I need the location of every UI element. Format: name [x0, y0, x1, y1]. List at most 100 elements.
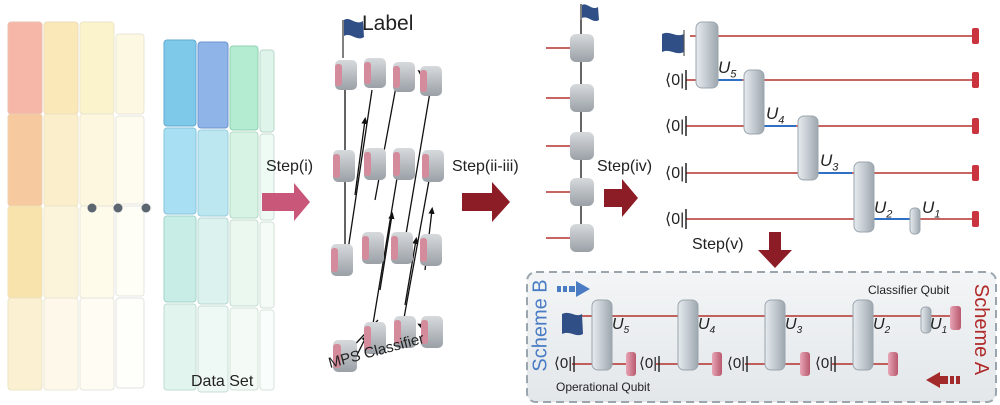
data-tile — [115, 205, 145, 297]
scheme-gate-u2 — [852, 299, 874, 371]
ket-zero-label: ⟨0| — [639, 355, 658, 372]
label-title: Label — [362, 12, 414, 35]
mps-bond-arrow — [379, 211, 395, 291]
data-tile — [43, 21, 79, 115]
measurement-end — [972, 28, 979, 44]
mps-nodes — [331, 58, 444, 372]
unitary-label-u2: U2 — [874, 198, 893, 221]
data-tile — [43, 297, 79, 391]
unitary-gate-u2 — [853, 161, 875, 233]
data-tile — [259, 221, 275, 309]
mps-bond-arrow — [404, 236, 419, 306]
mps-node — [331, 244, 353, 276]
data-tile — [79, 205, 115, 299]
mps-bond-arrow — [404, 91, 431, 241]
mps-node — [422, 150, 444, 182]
data-tile — [163, 39, 197, 127]
chain-node — [570, 34, 594, 62]
label-flag-icon — [344, 19, 364, 39]
data-tile — [163, 127, 197, 215]
operational-qubit-block — [626, 352, 636, 376]
unitary-gate-u4 — [743, 69, 765, 135]
step-v-arrow — [758, 232, 792, 268]
mps-node — [364, 322, 386, 354]
scheme-a-arrow — [926, 372, 960, 388]
data-tile — [259, 309, 275, 391]
operational-qubit-block — [712, 352, 722, 376]
mps-node — [364, 58, 386, 88]
operational-qubit-block — [800, 352, 810, 376]
mps-node — [333, 150, 355, 182]
mps-node — [335, 60, 357, 90]
mps-node — [393, 62, 415, 92]
mps-node — [420, 66, 442, 96]
data-tile — [43, 205, 79, 299]
mps-bond-arrow — [347, 89, 373, 251]
scheme-gate-u4 — [677, 299, 699, 371]
mps-node — [333, 340, 357, 372]
chain-node — [570, 132, 594, 160]
data-tile — [163, 303, 197, 391]
classifier-flag-icon — [662, 32, 684, 54]
data-tile — [79, 21, 115, 115]
unitary-label-u3: U3 — [820, 151, 839, 174]
step-iv-label: Step(iv) — [597, 158, 653, 175]
step-ii-iii-arrow — [462, 182, 510, 222]
scheme-unitary-label-u4: U4 — [698, 316, 716, 337]
step-i-label: Step(i) — [266, 158, 314, 175]
quantum-chain — [546, 4, 599, 252]
scheme-gate-u3 — [764, 299, 786, 371]
scheme-a-label: Scheme A — [970, 283, 993, 376]
data-tile — [197, 129, 229, 217]
measurement-end — [972, 165, 979, 181]
chain-node — [570, 178, 594, 206]
operational-qubit-block — [888, 352, 898, 376]
scheme-unitary-label-u1: U1 — [930, 316, 948, 337]
ket-zero-label: ⟨0| — [727, 355, 746, 372]
data-tile — [43, 113, 79, 207]
data-set-right-stack — [163, 39, 275, 393]
scheme-unitary-label-u2: U2 — [873, 316, 891, 337]
data-tile — [7, 21, 43, 115]
unitary-gate-u3 — [797, 115, 819, 181]
data-tile — [229, 219, 259, 307]
data-set-left-stack — [7, 21, 145, 391]
chain-flag-icon — [582, 4, 599, 22]
chain-node — [570, 84, 594, 112]
mps-node — [364, 148, 386, 180]
data-tile — [197, 41, 229, 129]
data-tile — [7, 297, 43, 391]
data-tile — [79, 113, 115, 207]
data-tile — [115, 297, 145, 389]
scheme-panel-border — [526, 271, 997, 403]
mps-bond-arrow — [399, 174, 431, 341]
data-tile — [229, 131, 259, 219]
data-tile — [7, 113, 43, 207]
scheme-b-label: Scheme B — [529, 279, 552, 372]
data-tile — [197, 217, 229, 305]
ellipsis-dot — [87, 203, 97, 213]
step-iv-arrow — [604, 179, 638, 217]
scheme-unitary-label-u3: U3 — [785, 316, 803, 337]
classifier-qubit-block — [950, 306, 961, 330]
data-tile — [197, 305, 229, 393]
data-set — [7, 21, 275, 393]
ket-zero-label: ⟨0| — [665, 118, 685, 135]
data-tile — [115, 33, 145, 115]
data-tile — [163, 215, 197, 303]
scheme-b-arrow — [557, 281, 590, 297]
step-ii-iii-label: Step(ii-iii) — [452, 158, 519, 175]
mps-node — [421, 316, 443, 348]
unitary-gate-u5 — [695, 21, 719, 89]
scheme-panel — [526, 271, 997, 403]
data-tile — [7, 205, 43, 299]
ket-zero-label: ⟨0| — [815, 355, 834, 372]
ket-zero-label: ⟨0| — [665, 165, 685, 182]
data-set-label: Data Set — [191, 373, 254, 390]
mps-node — [420, 234, 442, 266]
step-v-label: Step(v) — [692, 236, 744, 253]
classifier-qubit-label: Classifier Qubit — [868, 283, 950, 297]
ket-zero-label: ⟨0| — [665, 72, 685, 89]
measurement-end — [972, 118, 979, 134]
